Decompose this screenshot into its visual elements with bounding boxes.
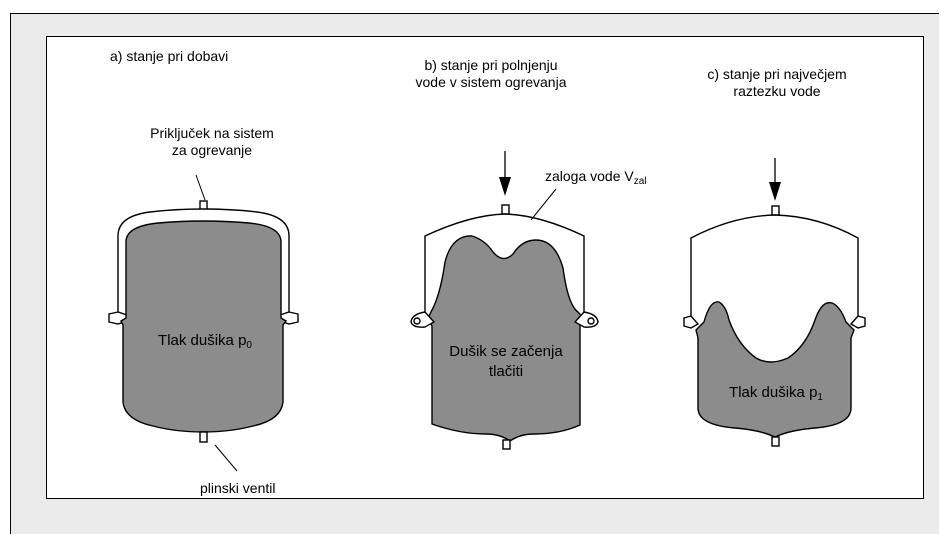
connection-line1: Priključek na sistem [150, 125, 274, 141]
tank-b [410, 204, 599, 450]
state-a-label: a) stanje pri dobavi [110, 48, 229, 64]
tank-b-left-bolt [413, 317, 421, 325]
water-reserve-subscript: zal [633, 176, 647, 187]
tank-c-bottom-valve [771, 436, 780, 447]
tank-b-line1: Dušik se začenja [449, 343, 563, 360]
tank-b-right-bolt [587, 317, 595, 325]
state-c-line1: c) stanje pri največjem [707, 66, 847, 82]
state-b-line2: vode v sistem ogrevanja [415, 74, 567, 90]
water-reserve-text: zaloga vode V [545, 168, 634, 184]
tank-a-gas [120, 220, 288, 433]
tank-c-connection [771, 205, 780, 216]
tank-a [108, 200, 299, 443]
gas-valve-pointer [214, 444, 238, 472]
tank-a-text: Tlak dušika p0 [133, 331, 277, 351]
tank-c [683, 205, 866, 447]
tank-b-line2: tlačiti [488, 363, 524, 380]
tank-c-left-flange [683, 315, 700, 329]
tank-b-gas [427, 235, 584, 442]
tank-c-arrow-head [769, 182, 781, 201]
tank-a-pressure-sub: 0 [246, 340, 252, 351]
tank-c-pressure-sub: 1 [817, 392, 823, 403]
connection-line2: za ogrevanje [171, 142, 253, 158]
connection-pointer [195, 174, 206, 201]
gas-valve-label: plinski ventil [200, 480, 276, 496]
tank-c-right-flange [849, 315, 866, 329]
connection-label: Priključek na sistem za ogrevanje [121, 125, 303, 159]
tank-c-gas [695, 301, 855, 438]
tank-c-shell [690, 214, 859, 322]
tank-b-connection [501, 204, 510, 215]
tank-b-text: Dušik se začenja tlačiti [430, 342, 582, 382]
tank-c-text: Tlak dušika p1 [702, 383, 850, 403]
state-c-line2: raztezku vode [733, 83, 821, 99]
tank-b-arrow-head [499, 177, 511, 196]
water-reserve-pointer [530, 188, 557, 221]
tank-a-bottom-valve [199, 431, 208, 443]
state-b-label: b) stanje pri polnjenju vode v sistem og… [384, 57, 598, 91]
state-b-line1: b) stanje pri polnjenju [424, 57, 558, 73]
tank-a-pressure-text: Tlak dušika p [158, 332, 247, 349]
tank-b-bottom-valve [502, 439, 511, 450]
water-reserve-label: zaloga vode Vzal [545, 168, 647, 187]
state-c-label: c) stanje pri največjem raztezku vode [667, 66, 887, 100]
tank-c-pressure-text: Tlak dušika p [729, 384, 818, 401]
